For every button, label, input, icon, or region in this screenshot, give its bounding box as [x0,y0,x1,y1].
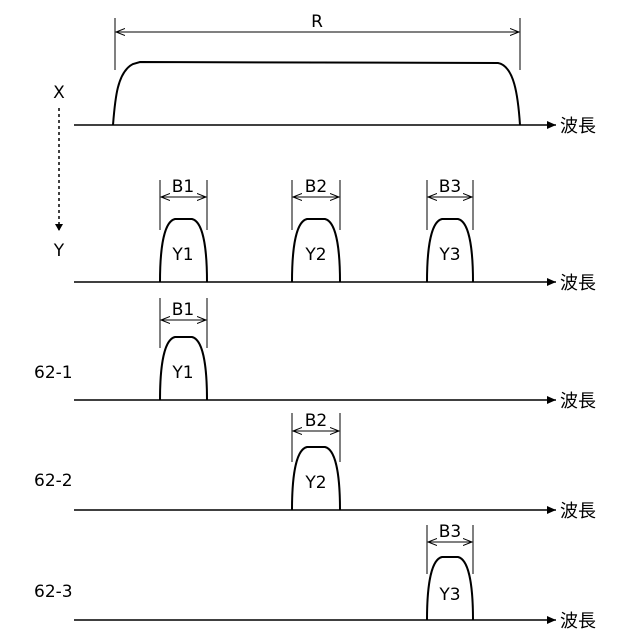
row1-b1-label: B1 [172,300,194,320]
b2-label: B2 [305,177,327,197]
y-label: Y [53,241,65,261]
x-label: X [53,83,65,103]
row3-y3-label: Y3 [438,585,460,605]
row-62-3-group: 62-3 B3 Y3 波長 [34,522,596,632]
y1-label: Y1 [171,245,193,265]
row-62-2-label: 62-2 [34,471,73,491]
top-axis-label: 波長 [560,116,596,137]
r-label: R [311,12,323,32]
combined-axis-label: 波長 [560,273,596,294]
row-62-2-group: 62-2 B2 Y2 波長 [34,411,596,522]
b1-label: B1 [172,177,194,197]
row2-y2-label: Y2 [304,473,326,493]
b3-label: B3 [439,177,461,197]
broad-spectrum-group: R 波長 [74,12,596,137]
row2-b2-label: B2 [305,411,327,431]
row3-axis-label: 波長 [560,611,596,632]
y2-label: Y2 [304,245,326,265]
broad-spectrum-curve [113,62,520,125]
row1-axis-label: 波長 [560,391,596,412]
row3-b3-label: B3 [439,522,461,542]
row-62-3-label: 62-3 [34,582,73,602]
row-62-1-group: 62-1 B1 Y1 波長 [34,298,596,412]
row1-y1-label: Y1 [171,363,193,383]
x-to-y-arrow-group: X Y [53,83,65,261]
combined-bands-group: B1 Y1 B2 Y2 B3 Y3 波長 [74,177,596,294]
row2-axis-label: 波長 [560,501,596,522]
y3-label: Y3 [438,245,460,265]
row-62-1-label: 62-1 [34,363,73,383]
